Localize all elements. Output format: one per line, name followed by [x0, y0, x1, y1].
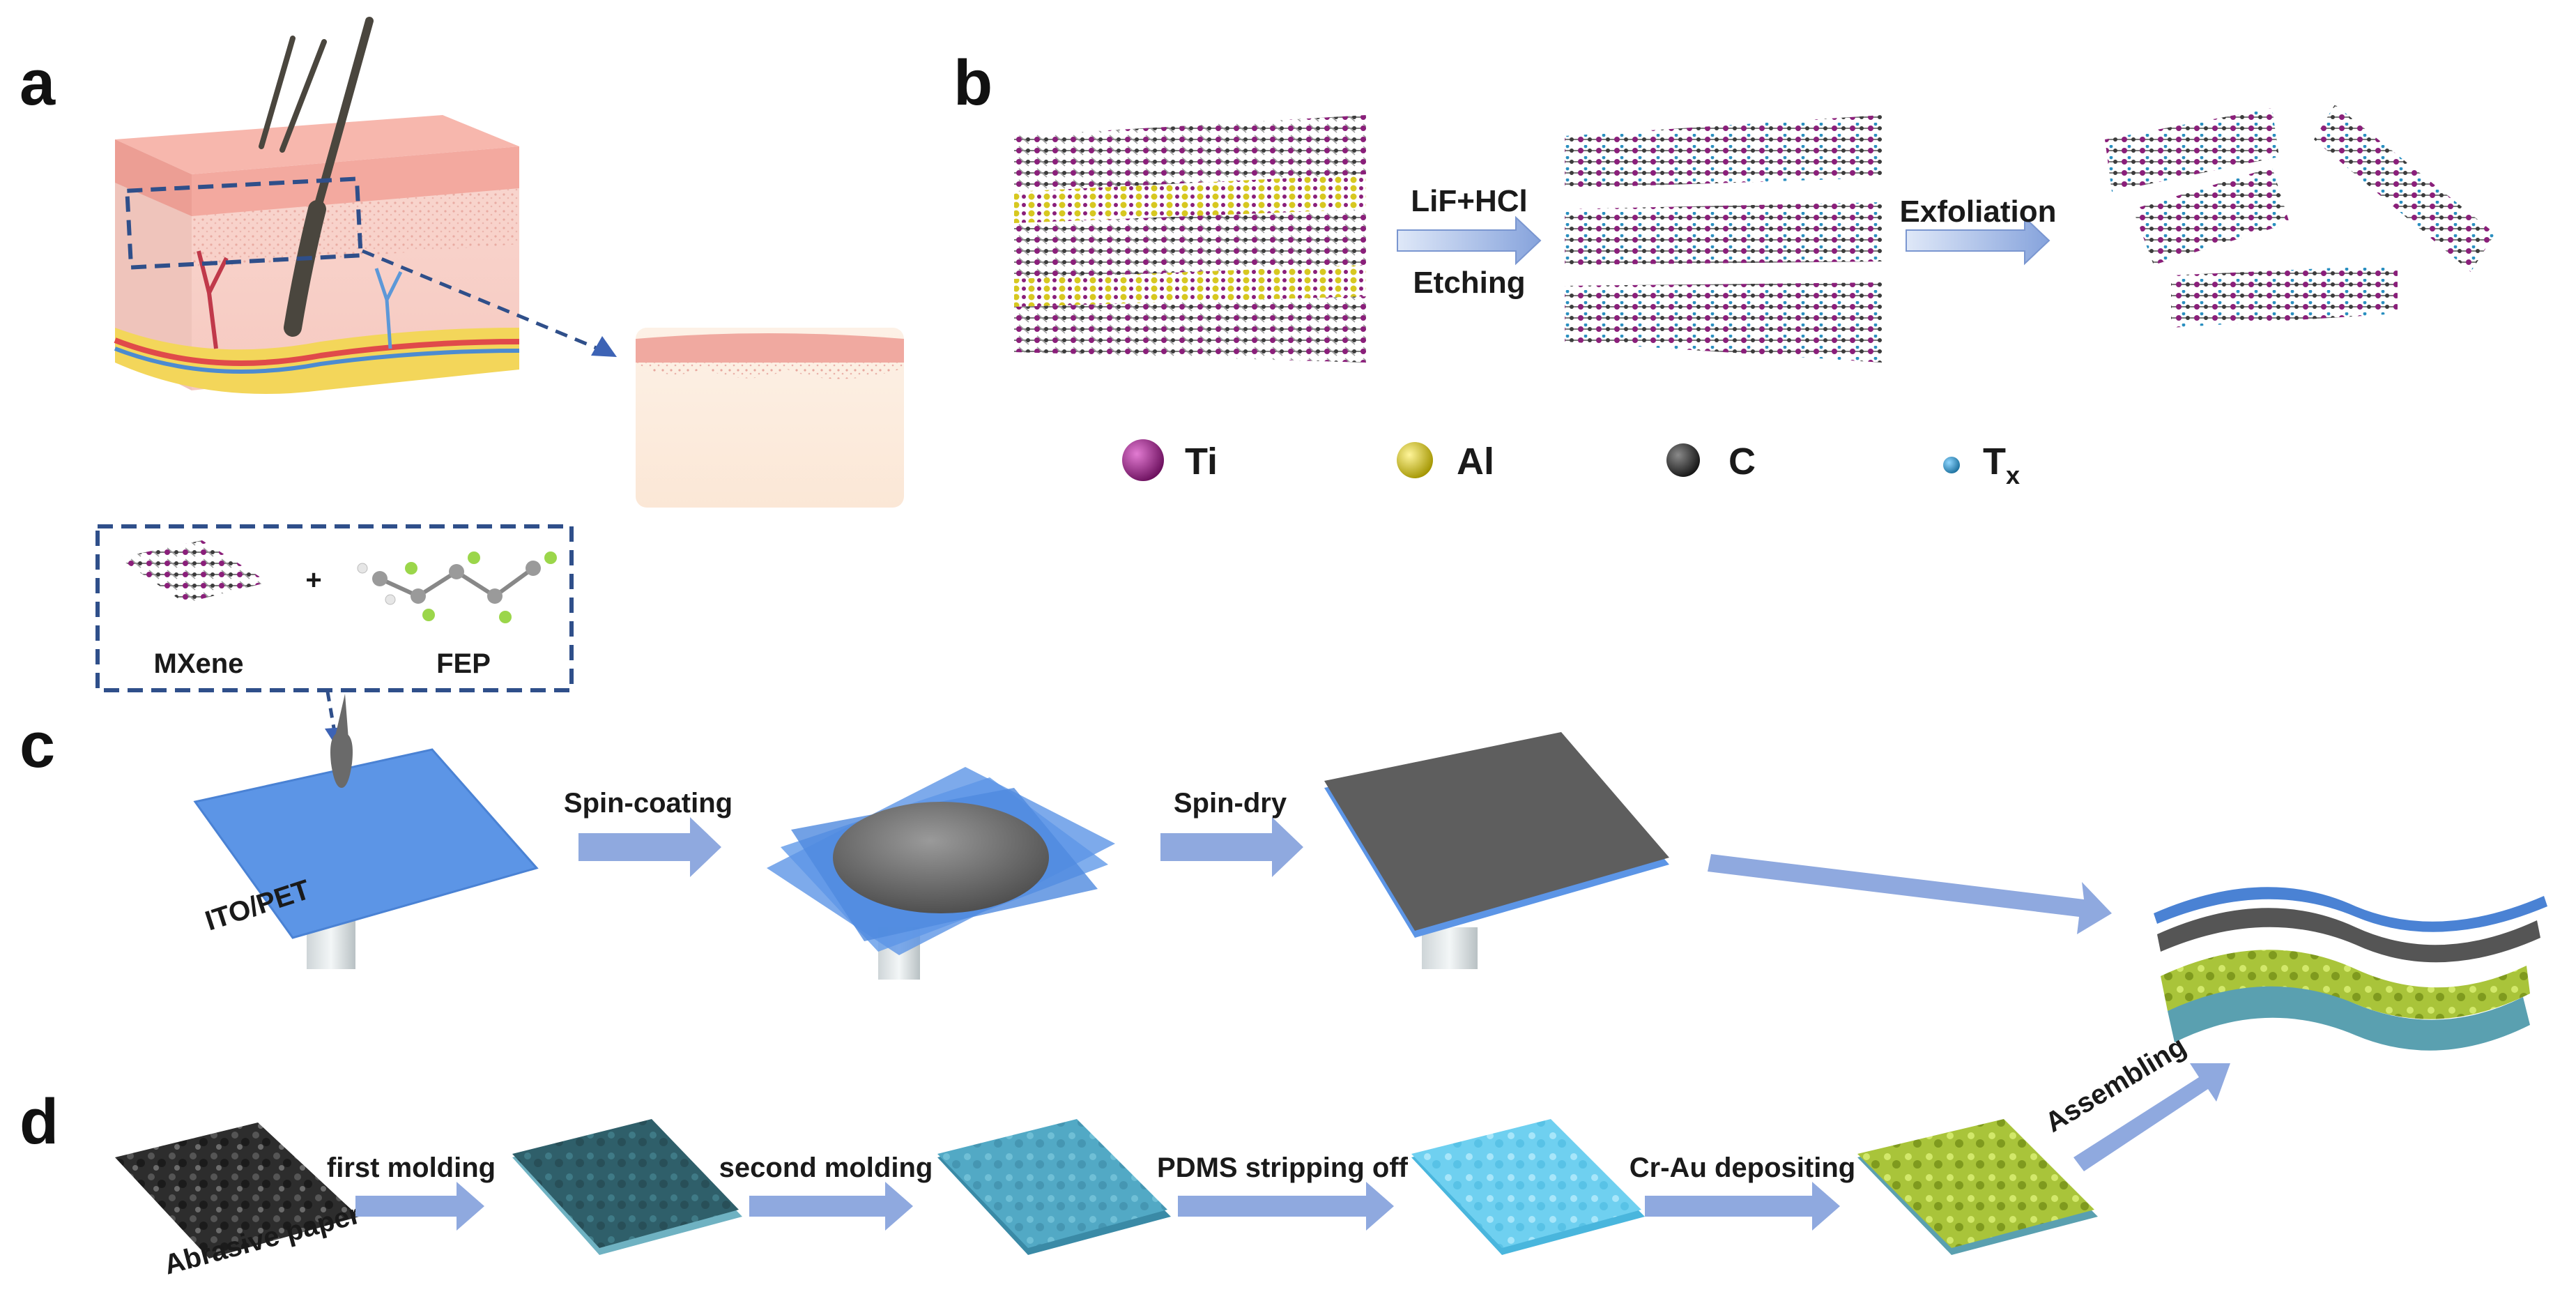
ito-pet-substrate: ITO/PET — [193, 694, 539, 969]
pdms-stripping-label: PDMS stripping off — [1157, 1152, 1409, 1183]
legend-ti-marker — [1122, 439, 1164, 481]
legend-c-marker — [1666, 443, 1700, 477]
pdms-film — [1411, 1119, 1645, 1255]
first-mold — [512, 1119, 742, 1255]
first-molding-label: first molding — [327, 1152, 496, 1183]
precursor-inset: + MXene FEP — [95, 524, 574, 746]
legend-tx-marker — [1943, 457, 1960, 473]
legend-al-label: Al — [1457, 441, 1494, 482]
panel-label-d: d — [20, 1086, 59, 1157]
legend-al-marker — [1397, 442, 1433, 478]
spin-coating-label: Spin-coating — [564, 788, 733, 819]
etching-label-top: LiF+HCl — [1411, 184, 1527, 218]
mxene-sheet-icon — [118, 540, 268, 603]
multilayer-mxene-structure — [1565, 115, 1882, 363]
legend-ti-label: Ti — [1185, 441, 1218, 482]
max-phase-structure — [1014, 115, 1366, 363]
spin-coating-arrow: Spin-coating — [564, 788, 733, 877]
inset-mxene-label: MXene — [154, 648, 244, 679]
second-molding-arrow: second molding — [719, 1152, 933, 1231]
etching-label-bottom: Etching — [1413, 266, 1525, 300]
to-assembly-arrow — [1708, 854, 2112, 934]
panel-label-b: b — [953, 47, 992, 119]
inset-fep-label: FEP — [436, 648, 491, 679]
atom-legend: Ti Al C Tx — [1122, 439, 2020, 489]
inset-plus: + — [305, 565, 321, 595]
spin-dry-arrow: Spin-dry — [1160, 788, 1303, 877]
spin-coating-stage — [767, 767, 1115, 980]
abrasive-paper: Abrasive paper — [115, 1123, 364, 1281]
assembled-device — [2154, 887, 2547, 1051]
second-mold — [937, 1119, 1171, 1255]
exfoliated-nanosheets — [2105, 105, 2495, 328]
fep-molecule-icon — [357, 551, 557, 623]
precursor-inset-border — [95, 524, 574, 692]
skin-inset-block — [636, 328, 904, 508]
spin-dry-label: Spin-dry — [1174, 788, 1287, 819]
panel-label-c: c — [20, 710, 55, 781]
second-molding-label: second molding — [719, 1152, 933, 1183]
legend-tx-label: Tx — [1983, 441, 2020, 489]
cr-au-depositing-arrow: Cr-Au depositing — [1630, 1152, 1855, 1231]
cr-au-electrode — [1857, 1119, 2098, 1255]
legend-tx-subscript: x — [2006, 461, 2020, 489]
assembling-label: Assembling — [2040, 1030, 2191, 1138]
first-molding-arrow: first molding — [327, 1152, 496, 1231]
mxene-fep-film — [1324, 732, 1669, 969]
skin-illustration — [114, 17, 617, 394]
legend-tx-symbol: T — [1983, 441, 2006, 482]
pdms-stripping-arrow: PDMS stripping off — [1157, 1152, 1409, 1231]
assembling-arrow: Assembling — [2040, 1030, 2230, 1171]
panel-label-a: a — [20, 47, 56, 119]
etching-arrow: LiF+HCl Etching — [1397, 184, 1542, 300]
legend-c-label: C — [1728, 441, 1756, 482]
exfoliation-arrow: Exfoliation — [1900, 195, 2057, 266]
exfoliation-label: Exfoliation — [1900, 195, 2057, 229]
cr-au-depositing-label: Cr-Au depositing — [1630, 1152, 1855, 1183]
